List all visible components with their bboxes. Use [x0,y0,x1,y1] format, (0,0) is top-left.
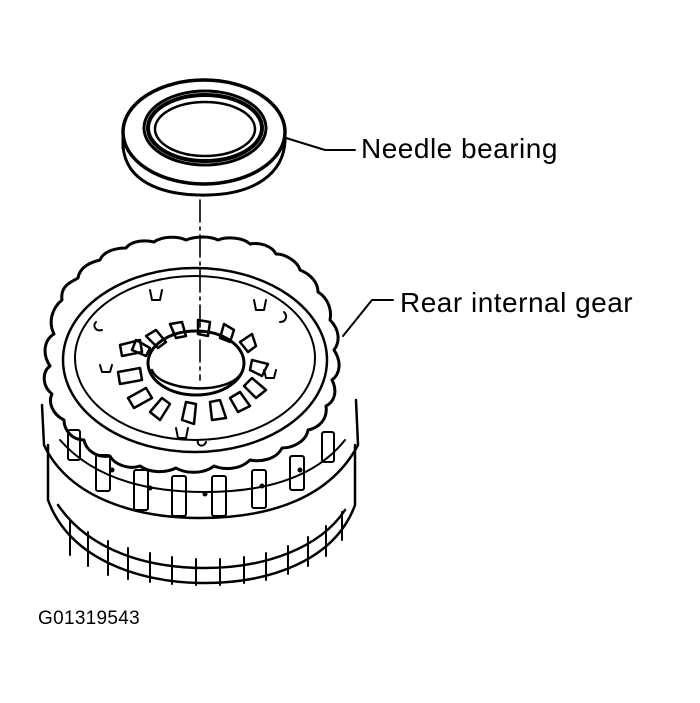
rear-internal-gear-illustration [40,235,360,586]
rear-internal-gear-label: Rear internal gear [400,287,634,318]
needle-bearing-illustration [121,78,287,197]
figure-code: G01319543 [38,608,141,629]
needle-bearing-leader [285,137,356,151]
needle-bearing-label: Needle bearing [361,133,558,164]
rear-internal-gear-leader [342,299,394,337]
